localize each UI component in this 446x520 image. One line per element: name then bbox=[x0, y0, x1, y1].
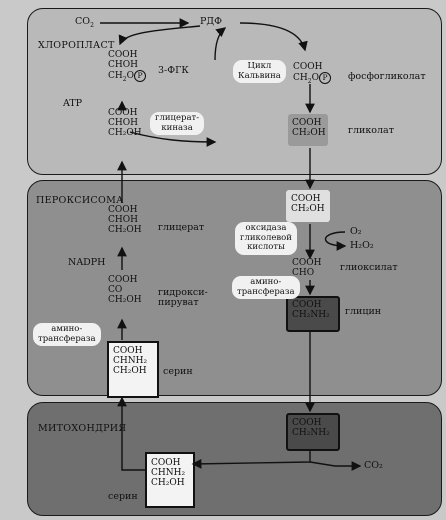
glycolate-oxidase-bubble: оксидаза гликолевой кислоты bbox=[235, 222, 297, 255]
atp-label: ATP bbox=[63, 98, 83, 109]
serine-label-mitochondrion: серин bbox=[108, 491, 138, 502]
calvin-cycle-bubble: Цикл Кальвина bbox=[233, 60, 286, 83]
aminotransferase-bubble-right: амино- трансфераза bbox=[232, 276, 300, 299]
serine-formula-mitochondrion: COOH CHNH₂ CH₂OH bbox=[151, 458, 186, 488]
mitochondrion-title: МИТОХОНДРИЯ bbox=[38, 423, 127, 434]
chloroplast-region bbox=[27, 8, 442, 175]
glycerate-formula-chloroplast: COOH CHOH CH₂OH bbox=[108, 108, 142, 138]
arrow-glycine-to-serine bbox=[191, 449, 311, 469]
glycolate-highlight-chloroplast bbox=[288, 114, 328, 146]
glyoxylate-formula: COOH CHO bbox=[292, 258, 322, 278]
serine-box-mitochondrion bbox=[145, 452, 195, 508]
arrow-serine-transport bbox=[117, 396, 145, 471]
glycine-label: глицин bbox=[345, 306, 382, 317]
co2-output-label: CO₂ bbox=[364, 460, 383, 471]
glycine-box-mitochondrion bbox=[286, 413, 340, 451]
glycerate-kinase-bubble: глицерат- киназа bbox=[150, 112, 205, 135]
serine-formula-peroxisome: COOH CHNH₂ CH₂OH bbox=[113, 346, 148, 376]
arrow-o2-to-h2o2 bbox=[324, 231, 347, 251]
glycolate-formula-peroxisome: COOH CH₂OH bbox=[291, 194, 325, 214]
glycine-formula-mitochondrion: COOH CH₂NH₂ bbox=[292, 418, 330, 438]
o2-label: O₂ bbox=[350, 226, 362, 237]
rdf-label: РДФ bbox=[200, 16, 223, 27]
serine-label-peroxisome: серин bbox=[163, 366, 193, 377]
arrow-to-co2 bbox=[309, 461, 362, 471]
mitochondrion-region bbox=[27, 402, 442, 516]
arrow-rdf-to-phosphoglycolate bbox=[239, 22, 308, 52]
serine-box-peroxisome bbox=[107, 341, 159, 398]
glyoxylate-label: глиоксилат bbox=[340, 262, 398, 273]
hydroxypyruvate-formula: COOH CO CH₂OH bbox=[108, 275, 142, 305]
arrow-glycerate-kinase bbox=[129, 131, 217, 147]
glycolate-label: гликолат bbox=[348, 125, 394, 136]
phosphoglycolate-label: фосфогликолат bbox=[348, 71, 426, 82]
glycolate-formula-chloroplast: COOH CH₂OH bbox=[292, 118, 326, 138]
glycine-formula-peroxisome: COOH CH₂NH₂ bbox=[292, 300, 330, 320]
h2o2-label: H₂O₂ bbox=[350, 240, 374, 251]
nadph-label: NADPH bbox=[68, 257, 106, 268]
aminotransferase-bubble-left: амино- трансфераза bbox=[33, 323, 101, 346]
peroxisome-title: ПЕРОКСИСОМА bbox=[36, 195, 124, 206]
chloroplast-title: ХЛОРОПЛАСТ bbox=[38, 40, 115, 51]
glycerate-formula-peroxisome: COOH CHOH CH₂OH bbox=[108, 205, 142, 235]
glycine-box-peroxisome bbox=[286, 296, 340, 332]
arrow-rdf-to-pgk bbox=[118, 25, 201, 46]
glycolate-highlight-peroxisome bbox=[286, 190, 330, 222]
co2-input-label: CO2 bbox=[75, 16, 94, 29]
pgk-label: 3-ФГК bbox=[158, 65, 189, 76]
glycerate-label: глицерат bbox=[158, 222, 205, 233]
arrow-calvin-cycle bbox=[214, 27, 227, 61]
hydroxypyruvate-label: гидрокси- пируват bbox=[158, 287, 208, 308]
